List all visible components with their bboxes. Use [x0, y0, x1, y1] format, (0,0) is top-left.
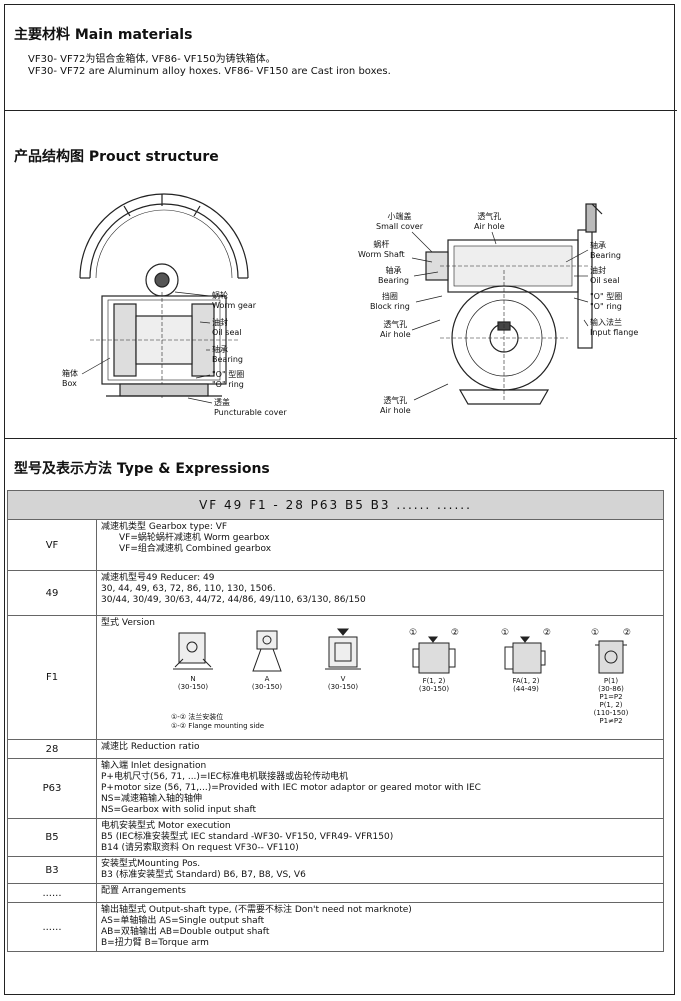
- left-label-o-ring: "O" 型圈"O" ring: [212, 370, 245, 389]
- structure-title: 产品结构图 Prouct structure: [14, 149, 219, 165]
- page-frame: [4, 4, 675, 995]
- type-title: 型号及表示方法 Type & Expressions: [14, 461, 270, 477]
- desc-p63: 输入端 Inlet designation P+电机尺寸(56, 71, ...…: [96, 758, 664, 819]
- code-b5: B5: [7, 818, 97, 857]
- section-divider-2: [4, 438, 677, 439]
- row-output-shaft: ...... 输出轴型式 Output-shaft type, (不需要不标注 …: [7, 902, 664, 952]
- code-49: 49: [7, 570, 97, 616]
- code-28: 28: [7, 739, 97, 759]
- version-title: 型式 Version: [101, 618, 155, 628]
- desc-49: 减速机型号49 Reducer: 49 30, 44, 49, 63, 72, …: [96, 570, 664, 616]
- row-28: 28 减速比 Reduction ratio: [7, 739, 664, 759]
- row-p63: P63 输入端 Inlet designation P+电机尺寸(56, 71,…: [7, 758, 664, 819]
- section-divider-1: [4, 110, 677, 111]
- desc-b3: 安装型式Mounting Pos. B3 (标准安装型式 Standard) B…: [96, 856, 664, 884]
- code-vf: VF: [7, 519, 97, 571]
- right-label-o-ring: "O" 型圈"O" ring: [590, 292, 623, 311]
- right-gearbox-drawing: [425, 203, 603, 405]
- type-code-string: VF 49 F1 - 28 P63 B5 B3 ...... ......: [7, 490, 664, 520]
- version-v: V(30-150): [323, 628, 363, 691]
- type-header-row: VF 49 F1 - 28 P63 B5 B3 ...... ......: [7, 490, 664, 520]
- row-49: 49 减速机型号49 Reducer: 49 30, 44, 49, 63, 7…: [7, 570, 664, 616]
- left-gearbox-drawing: [79, 193, 249, 398]
- desc-f1: 型式 Version N(30-150) A(30-150) V(30-150): [96, 615, 664, 740]
- version-n: N(30-150): [173, 629, 213, 691]
- row-b5: B5 电机安装型式 Motor execution B5 (IEC标准安装型式 …: [7, 818, 664, 857]
- right-leader-lines: [411, 231, 589, 401]
- desc-arrangements: 配置 Arrangements: [96, 883, 664, 903]
- row-arrangements: ...... 配置 Arrangements: [7, 883, 664, 903]
- row-b3: B3 安装型式Mounting Pos. B3 (标准安装型式 Standard…: [7, 856, 664, 884]
- code-output-shaft: ......: [7, 902, 97, 952]
- row-f1: F1 型式 Version N(30-150) A(30-150) V(30-1…: [7, 615, 664, 740]
- code-f1: F1: [7, 615, 97, 740]
- code-p63: P63: [7, 758, 97, 819]
- code-b3: B3: [7, 856, 97, 884]
- desc-b5: 电机安装型式 Motor execution B5 (IEC标准安装型式 IEC…: [96, 818, 664, 857]
- row-vf: VF 减速机类型 Gearbox type: VF VF=蜗轮蜗杆减速机 Wor…: [7, 519, 664, 571]
- materials-line-en: VF30- VF72 are Aluminum alloy hoxes. VF8…: [28, 66, 391, 77]
- desc-vf: 减速机类型 Gearbox type: VF VF=蜗轮蜗杆减速机 Worm g…: [96, 519, 664, 571]
- left-leader-lines: [81, 291, 213, 404]
- desc-28: 减速比 Reduction ratio: [96, 739, 664, 759]
- desc-output-shaft: 输出轴型式 Output-shaft type, (不需要不标注 Don't n…: [96, 902, 664, 952]
- materials-line-cn: VF30- VF72为铝合金箱体, VF86- VF150为铸铁箱体。: [28, 54, 276, 65]
- version-a: A(30-150): [247, 629, 287, 691]
- type-expression-table: VF 49 F1 - 28 P63 B5 B3 ...... ...... VF…: [7, 490, 664, 952]
- materials-title: 主要材料 Main materials: [14, 27, 193, 43]
- code-arrangements: ......: [7, 883, 97, 903]
